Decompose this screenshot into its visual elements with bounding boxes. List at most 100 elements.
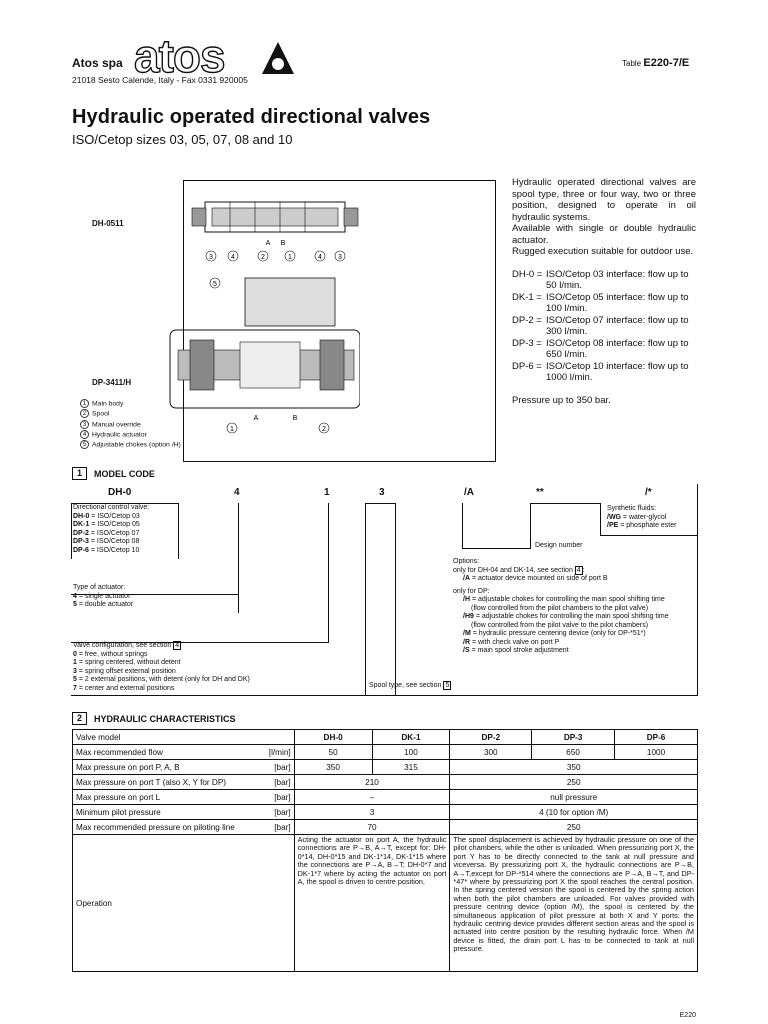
cell: 250 — [449, 774, 698, 790]
actuator-value: = single actuator — [76, 592, 131, 600]
connector-line — [71, 642, 329, 643]
config-value: = center and external positions — [76, 684, 175, 692]
config-value: = spring centered, without detent — [76, 659, 181, 666]
cell: 315 — [371, 759, 451, 775]
config-key: 5 — [73, 676, 77, 683]
control-title: Directional control valve: — [73, 504, 150, 511]
table-row-operation: Operation Acting the actuator on port A,… — [72, 834, 698, 972]
config-item: 5 = 2 external positions, with detent (o… — [73, 676, 250, 685]
legend-text: Main body — [92, 400, 124, 408]
option-key: /S — [463, 647, 470, 654]
table-row: Max recommended flow [l/min] 50 100 300 … — [72, 744, 698, 760]
table-reference: Table E220-7/E — [622, 57, 689, 69]
legend-text: Adjustable chokes (option /H) — [92, 441, 181, 449]
fluid-item: /PE = phosphate ester — [607, 522, 676, 531]
cell: 250 — [449, 819, 698, 835]
connector-line — [71, 503, 72, 559]
fluids-title: Synthetic fluids: — [607, 505, 657, 512]
code-fluids: /* — [645, 487, 652, 498]
connector-line — [600, 503, 601, 535]
page-footer: E220 — [679, 1012, 696, 1019]
description-column: Hydraulic operated directional valves ar… — [512, 177, 696, 406]
size-value: ISO/Cetop 05 interface: flow up to 100 l… — [546, 291, 689, 315]
row-label: Max pressure on port P, A, B — [72, 759, 253, 775]
control-key: DP-2 — [73, 529, 89, 537]
section-number: 2 — [72, 712, 87, 725]
section-title: HYDRAULIC CHARACTERISTICS — [94, 713, 236, 724]
size-item: DK-1 = ISO/Cetop 05 interface: flow up to… — [512, 292, 696, 315]
row-label: Max pressure on port T (also X, Y for DP… — [72, 774, 253, 790]
config-title: Valve configuration, see section — [73, 642, 172, 649]
cell: – — [293, 789, 451, 805]
size-key: DP-6 = — [512, 360, 542, 372]
options-line: only for DH-04 and DK-14, see section — [453, 566, 573, 574]
section-heading-hydraulic: 2 HYDRAULIC CHARACTERISTICS — [72, 712, 236, 725]
connector-line — [395, 503, 396, 696]
svg-text:B: B — [281, 240, 286, 247]
code-config: 1 — [324, 487, 330, 498]
options-title: Options: — [453, 558, 480, 565]
control-list: Directional control valve: DH-0 = ISO/Ce… — [73, 504, 149, 555]
connector-line — [600, 535, 698, 536]
description-intro: Hydraulic operated directional valves ar… — [512, 177, 696, 223]
svg-text:A: A — [254, 415, 259, 422]
size-key: DH-0 = — [512, 268, 543, 280]
header-model: DK-1 — [371, 729, 451, 745]
config-list: Valve configuration, see section 4 0 = f… — [73, 641, 250, 693]
table-header-row: Valve model DH-0 DK-1 DP-2 DP-3 DP-6 — [72, 729, 698, 745]
code-actuator: 4 — [234, 487, 240, 498]
table-row: Max pressure on port P, A, B [bar] 350 3… — [72, 759, 698, 775]
config-key: 0 — [73, 650, 77, 658]
cell: 100 — [371, 744, 451, 760]
legend-num: 4 — [80, 429, 89, 439]
size-value: ISO/Cetop 08 interface: flow up to 650 l… — [546, 337, 689, 361]
atos-logo: atos — [134, 34, 294, 80]
fluid-item: /WG = water-glycol — [607, 514, 676, 523]
options-ref: 4 — [574, 565, 583, 575]
config-title-row: Valve configuration, see section 4 — [73, 641, 250, 651]
svg-text:2: 2 — [322, 426, 326, 433]
legend-num: 3 — [80, 419, 89, 429]
legend-num: 1 — [80, 399, 89, 408]
header-model: DP-2 — [449, 729, 533, 745]
actuator-list: Type of actuator: 4 = single actuator 5 … — [73, 584, 133, 610]
legend-text: Manual override — [92, 420, 141, 428]
actuator-item: 5 = double actuator — [73, 601, 133, 610]
config-ref: 4 — [173, 641, 182, 650]
connector-line — [71, 594, 239, 595]
cell: 1000 — [614, 744, 698, 760]
row-unit: [bar] — [252, 759, 295, 775]
config-key: 7 — [73, 684, 77, 692]
option-value: = hydraulic pressure centering device (o… — [470, 630, 646, 637]
connector-line — [530, 503, 600, 504]
table-row: Max recommended pressure on piloting lin… — [72, 819, 698, 835]
cell: 50 — [293, 744, 373, 760]
section-number: 1 — [72, 467, 87, 480]
config-item: 0 = free, without springs — [73, 651, 250, 660]
actuator-value: = double actuator — [76, 601, 134, 608]
size-key: DK-1 = — [512, 291, 542, 303]
logo-wordmark: atos — [134, 34, 225, 80]
option-value: = adjustable chokes for controlling the … — [473, 613, 669, 620]
svg-text:1: 1 — [288, 254, 292, 261]
control-value: = ISO/Cetop 10 — [88, 546, 140, 554]
size-item: DP-3 =ISO/Cetop 08 interface: flow up to… — [512, 338, 696, 361]
control-item: DP-3 = ISO/Cetop 08 — [73, 538, 149, 547]
cell: 3 — [293, 804, 451, 820]
control-value: = ISO/Cetop 08 — [88, 538, 140, 545]
table-row: Max pressure on port L [bar] – null pres… — [72, 789, 698, 805]
row-label: Minimum pilot pressure — [72, 804, 253, 820]
config-value: = spring offset external position — [76, 667, 176, 675]
option-value: = main spool stroke adjustment — [469, 647, 569, 654]
actuator-key: 5 — [73, 601, 77, 608]
cell: 210 — [293, 774, 451, 790]
header-model: DH-0 — [293, 729, 373, 745]
option-value: = with check valve on port P — [470, 638, 560, 646]
option-key: /M — [463, 630, 471, 637]
connector-line — [365, 503, 366, 696]
